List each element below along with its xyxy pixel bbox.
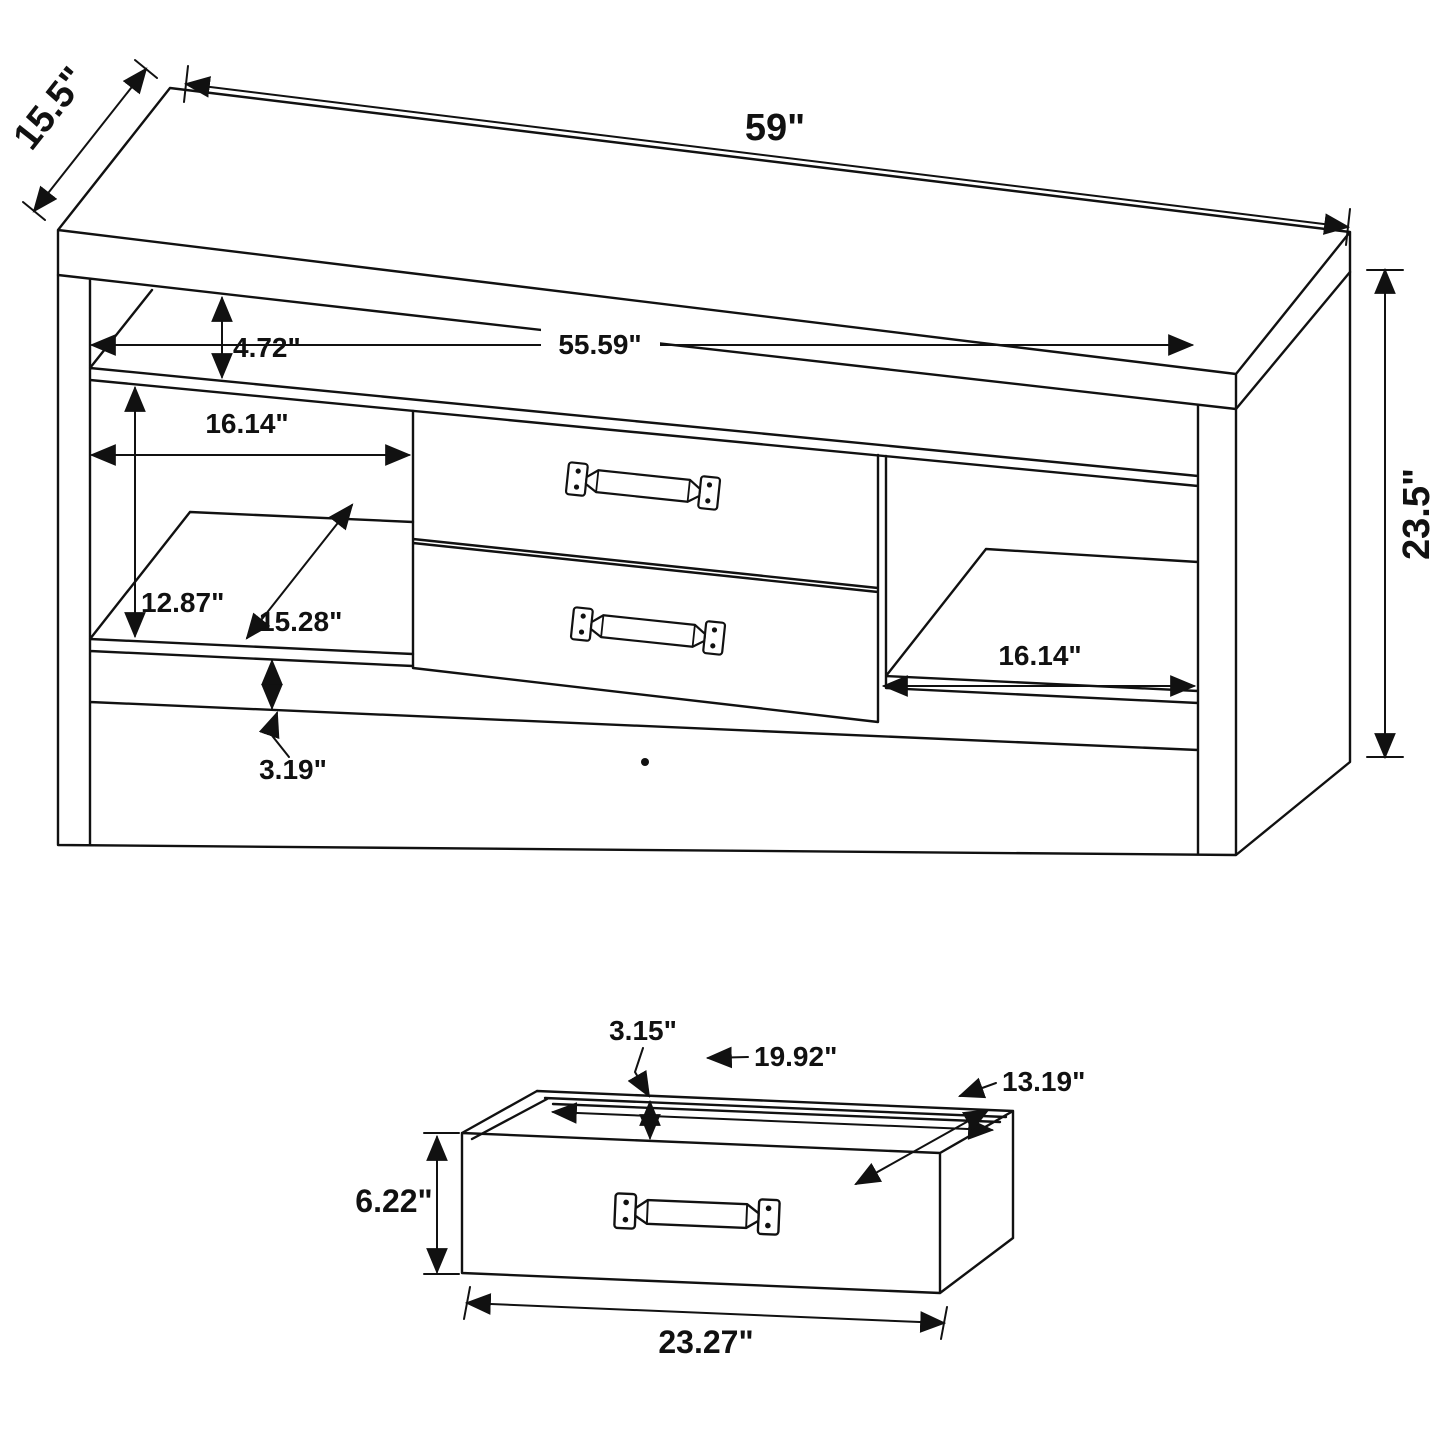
dim-overall-depth-label: 15.5" [6,59,96,157]
dim-left-opening-height: 12.87" [124,385,224,639]
dim-right-opening-width: 16.14" [881,640,1197,697]
drawer-handle-top [564,461,722,511]
dim-drawer-front-height: 6.22" [355,1132,460,1275]
dim-drawer-interior-height: 3.15" [609,1015,677,1141]
drawer-figure: 3.15" 19.92" 13.19" 6.22" 23.27" [355,1015,1085,1360]
dim-overall-width-label: 59" [745,107,805,149]
dim-drawer-interior-width-label: 19.92" [754,1041,837,1072]
dim-drawer-overall-width-label: 23.27" [658,1324,753,1360]
dim-overall-height: 23.5" [1366,267,1438,760]
dim-drawer-interior-depth: 13.19" [854,1066,1085,1186]
drawer-interior-lines [470,1096,1008,1141]
dim-top-opening-height-label: 4.72" [233,332,301,363]
dim-drawer-interior-depth-label: 13.19" [1002,1066,1085,1097]
detail-dot [641,758,649,766]
dim-left-opening-height-label: 12.87" [141,587,224,618]
dim-drawer-interior-height-label: 3.15" [609,1015,677,1046]
dim-overall-width: 59" [183,65,1351,246]
dim-base-height: 3.19" [258,658,327,785]
cabinet-outline [56,86,1352,857]
dim-overall-depth: 15.5" [6,59,158,221]
dim-right-opening-width-label: 16.14" [998,640,1081,671]
dim-drawer-overall-width: 23.27" [463,1286,948,1360]
cabinet-dimensions: 59" 15.5" 23.5" 4.72" 55.59" [6,59,1438,785]
dim-interior-width: 55.59" [89,327,1195,362]
dim-base-height-label: 3.19" [259,754,327,785]
dim-shelf-depth: 15.28" [245,503,354,640]
cabinet-figure: 59" 15.5" 23.5" 4.72" 55.59" [6,59,1438,857]
drawer-box [460,1089,1015,1295]
dim-drawer-front-height-label: 6.22" [355,1183,432,1219]
dim-drawer-interior-width: 19.92" [550,1041,995,1140]
drawer-dimensions: 3.15" 19.92" 13.19" 6.22" 23.27" [355,1015,1085,1360]
dim-left-opening-width: 16.14" [89,408,412,466]
dim-interior-width-label: 55.59" [558,329,641,360]
drawer-structure [460,1089,1015,1295]
cabinet-drawer-fronts [411,409,880,724]
dim-left-opening-width-label: 16.14" [205,408,288,439]
dim-shelf-depth-label: 15.28" [259,606,342,637]
drawer-handle-bottom [569,606,727,656]
drawer-handle-detail [613,1192,781,1236]
dim-top-opening-height: 4.72" [211,295,301,380]
dim-overall-height-label: 23.5" [1396,468,1438,560]
